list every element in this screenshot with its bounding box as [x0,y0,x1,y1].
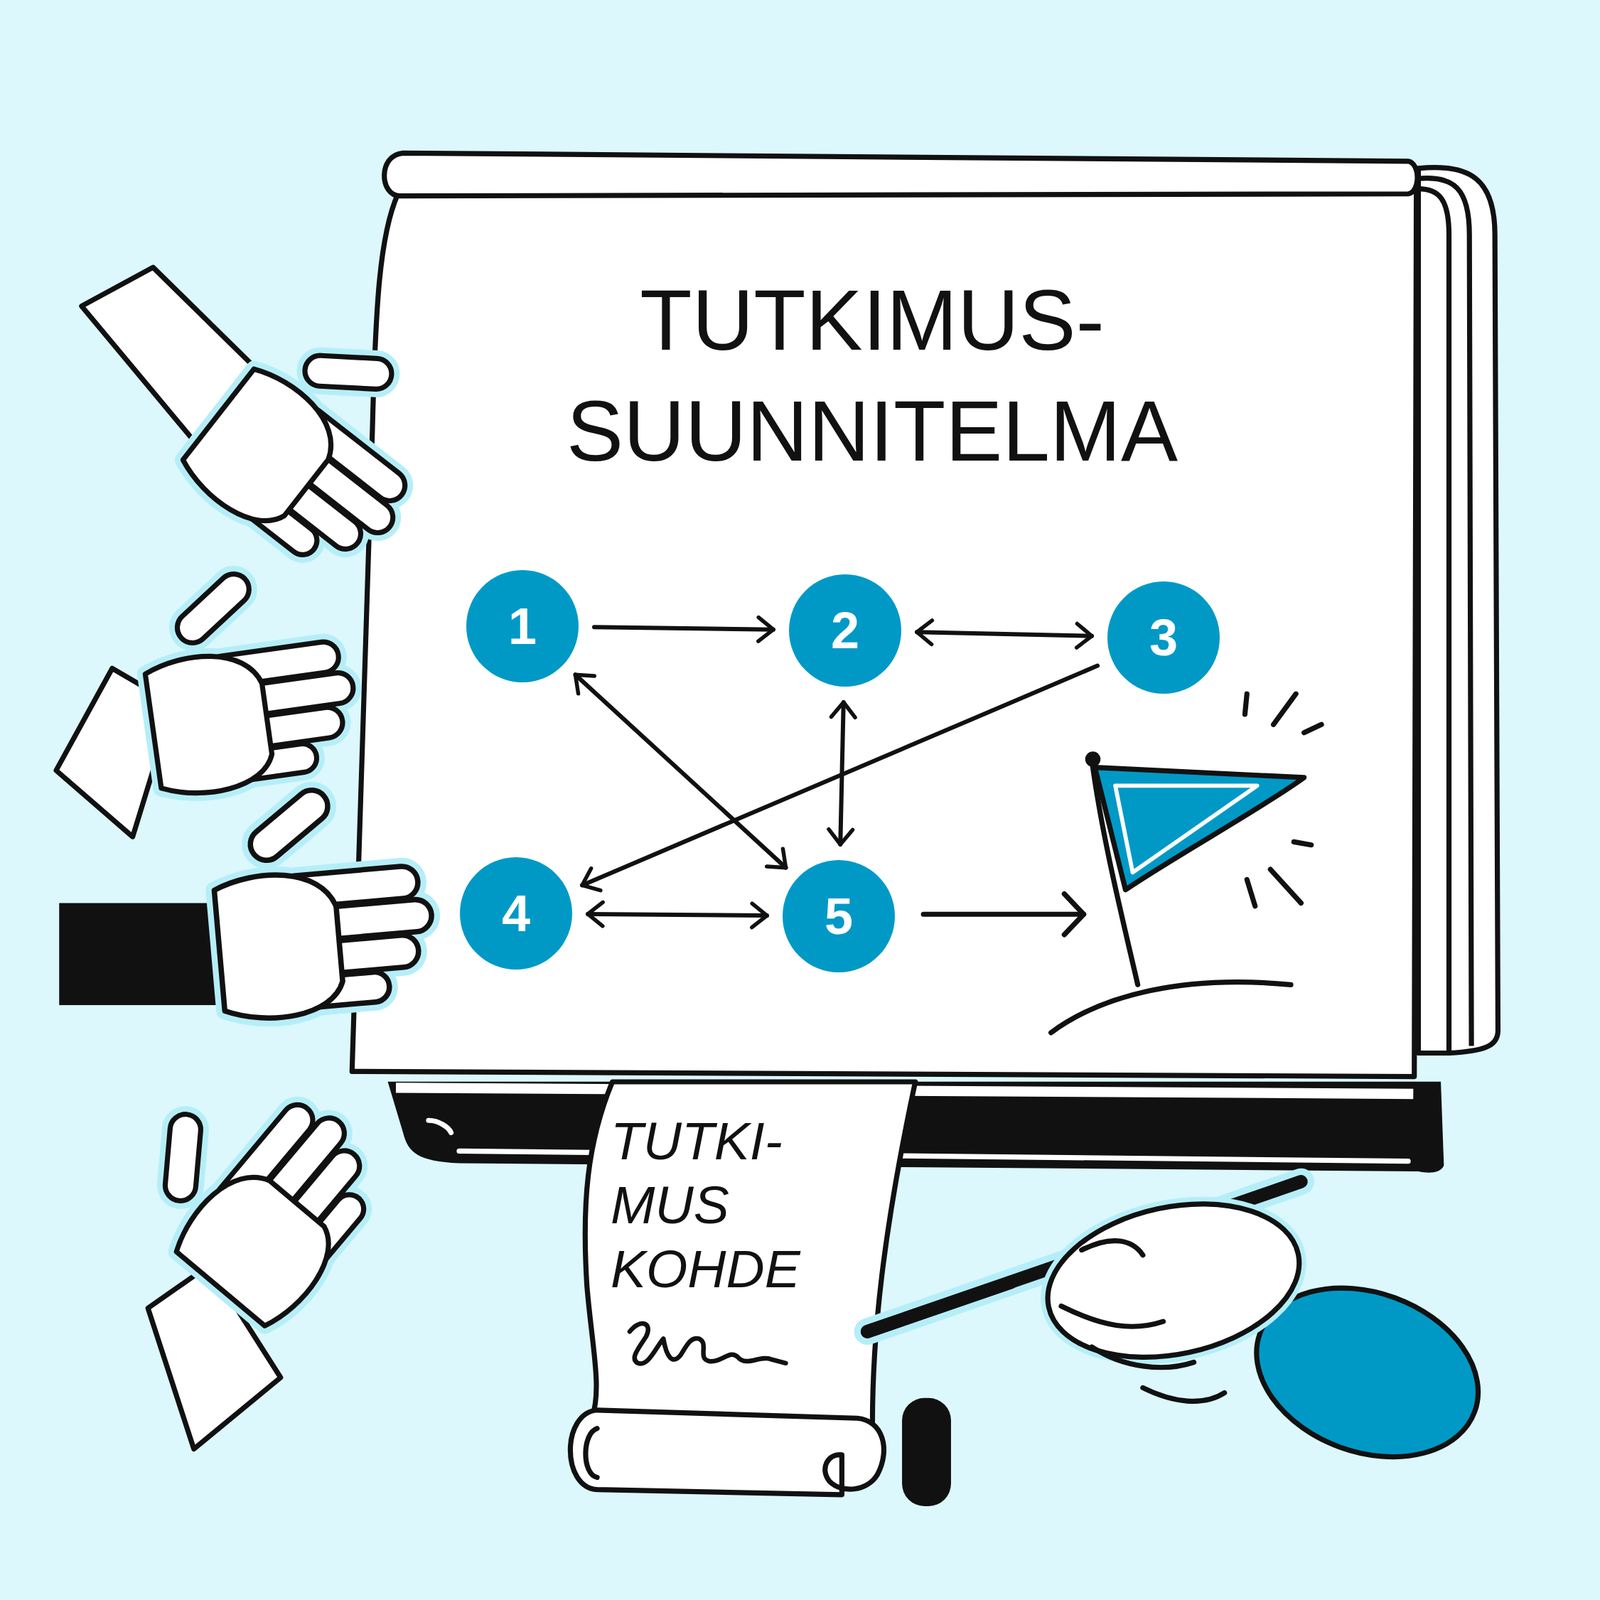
hand-bottom [105,1035,405,1450]
goal-flag-part [1115,785,1258,873]
pen-hand-part [1232,1258,1502,1487]
hand-lower-part [205,774,440,1023]
board [351,152,1418,1077]
hand-lower-part [205,774,440,1023]
goal-flag-part [1087,754,1098,765]
hand-middle-part [56,668,174,837]
goal-flag-part [1244,693,1322,907]
back-pages [1418,167,1498,1054]
pen-hand-part [867,1181,1301,1332]
hand-middle-part [132,553,365,799]
step-number: 4 [501,887,531,939]
back-pages-part [1418,178,1472,1047]
connector-arrow [916,631,1092,636]
goal-flag [1051,693,1322,1033]
connector-arrow [587,914,767,916]
connector-arrow [582,666,1098,886]
scroll-outline-part [585,1428,598,1478]
hand-middle-part [132,553,365,799]
pen-hand-part [867,1282,1011,1333]
step-circle: 5 [782,860,895,973]
board-part [384,152,1418,196]
back-pages-part [1418,189,1449,1052]
step-number: 5 [824,890,853,942]
title: TUTKIMUS- SUUNNITELMA [516,264,1228,487]
hand-bottom-part [105,1035,405,1333]
goal-flag-part [1051,982,1291,1033]
connector-arrow [594,626,774,630]
step-circle: 3 [1107,581,1220,694]
scroll-note: TUTKI- MUS KOHDE [566,1081,919,1500]
scroll-text: TUTKI- MUS KOHDE [610,1108,824,1301]
step-number: 2 [830,604,860,657]
flag-arrow-part [1064,894,1084,935]
hand-top-part [81,267,276,448]
scroll-outline-part [570,1410,884,1495]
flag-arrow-part [923,911,1084,917]
board-part [351,189,1416,1077]
step-number: 3 [1149,611,1178,664]
connector-arrow [840,702,844,845]
step-circle: 2 [788,574,902,687]
hand-lower [58,774,440,1023]
board-base-part [388,1081,1445,1173]
pen-hand [867,1181,1502,1487]
hand-middle [56,553,365,837]
hand-top-part [176,295,472,595]
pen-hand-part [1061,1241,1225,1402]
stand-leg [901,1398,952,1507]
board-base [388,1081,1445,1507]
board-base-part [428,1120,1409,1161]
hand-bottom-part [105,1035,405,1333]
hand-top [81,267,472,595]
step-number: 1 [508,600,537,652]
hand-lower-part [58,902,228,1006]
pen-hand-part [1033,1182,1314,1379]
scroll-outline-part [629,1323,787,1365]
hand-bottom-part [147,1265,281,1449]
pen-hand-part [1033,1182,1314,1379]
connector-arrow [575,674,786,868]
flag-arrow [923,894,1084,935]
back-pages-part [1418,167,1498,1054]
scroll-outline-part [584,1081,915,1424]
step-circle: 1 [466,570,579,683]
pen-hand-part [867,1181,1301,1332]
step-circle: 4 [459,857,573,970]
hand-top-part [176,295,472,595]
